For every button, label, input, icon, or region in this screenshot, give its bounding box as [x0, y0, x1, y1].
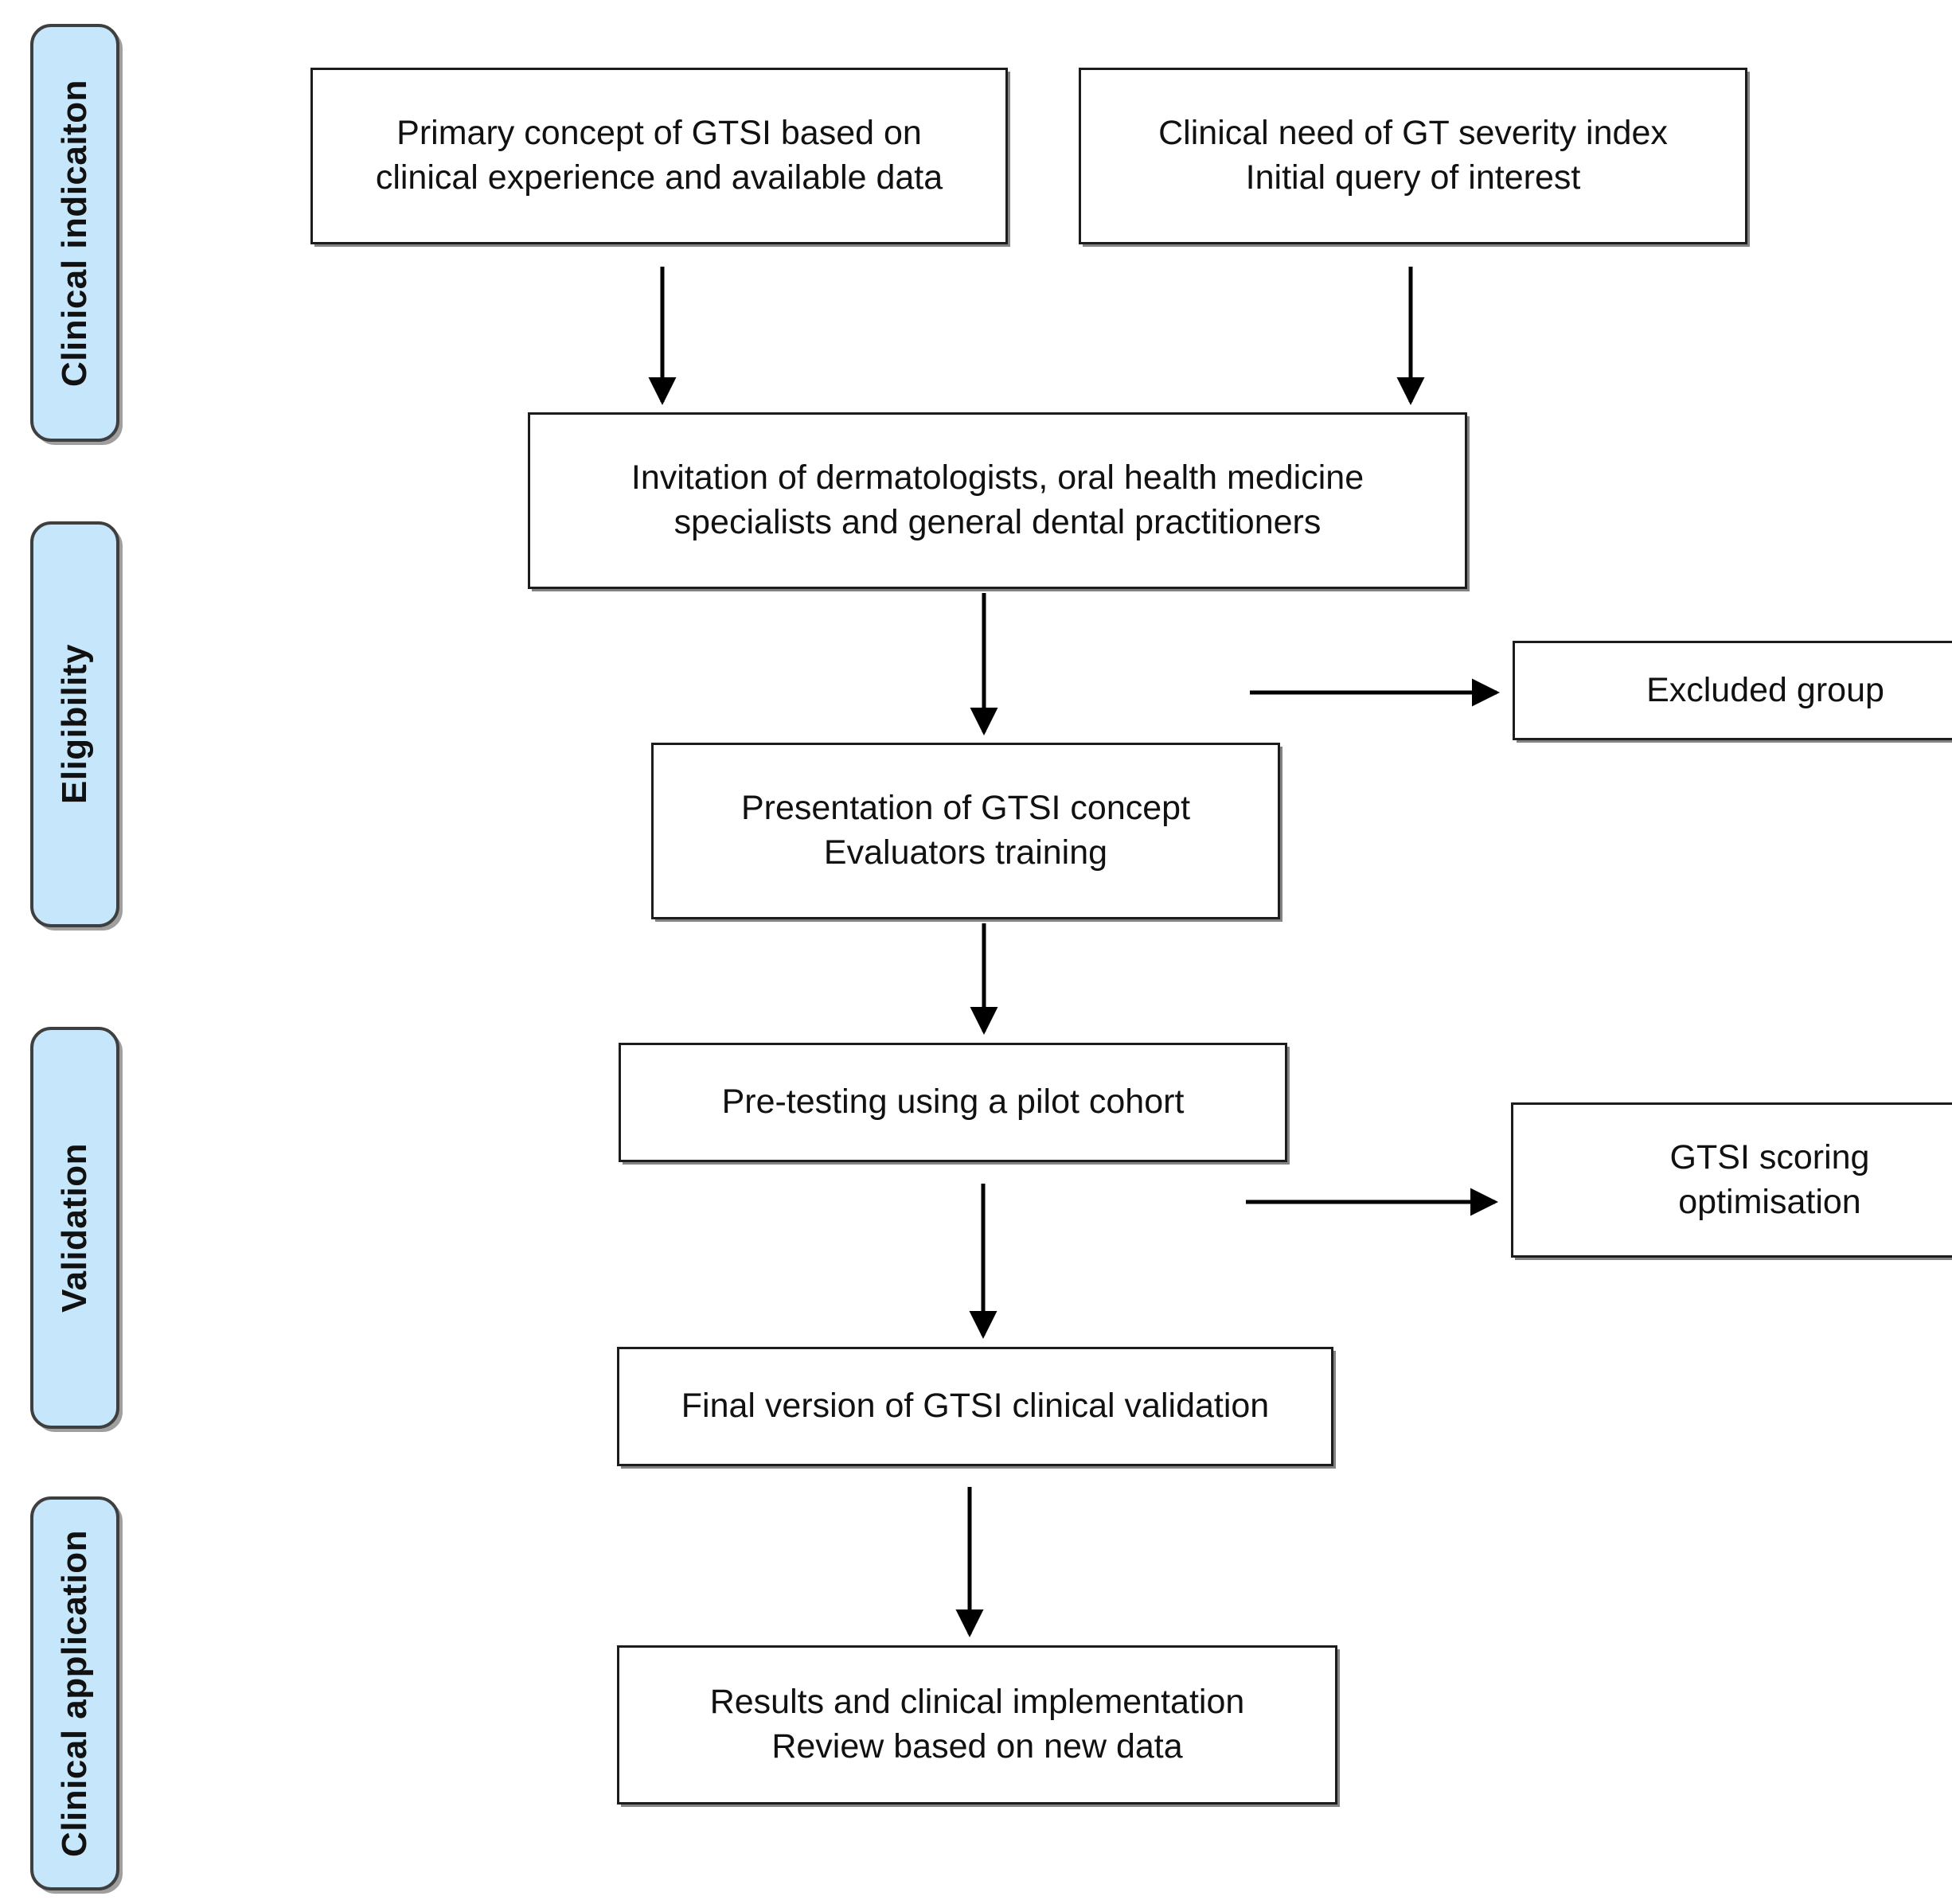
flow-box-clinical-need-text: Clinical need of GT severity index Initi… — [1158, 114, 1668, 197]
flow-box-clinical-need[interactable]: Clinical need of GT severity index Initi… — [1079, 68, 1747, 244]
flow-box-presentation-training[interactable]: Presentation of GTSI concept Evaluators … — [651, 743, 1280, 919]
flow-box-excluded-group-text: Excluded group — [1646, 670, 1884, 709]
flow-box-invitation-text: Invitation of dermatologists, oral healt… — [630, 458, 1364, 541]
stage-chip-clinical-indication[interactable]: Clinical indicaiton — [30, 24, 119, 442]
flow-box-gtsi-scoring-optimisation-text: GTSI scoring optimisation — [1669, 1137, 1870, 1221]
stage-chip-eligibility[interactable]: Eligibility — [30, 521, 119, 927]
stage-label-eligibility: Eligibility — [55, 644, 94, 805]
stage-label-clinical-application: Clinical application — [55, 1530, 94, 1857]
stage-label-clinical-indication: Clinical indicaiton — [55, 79, 94, 387]
flow-box-primary-concept[interactable]: Primary concept of GTSI based on clinica… — [310, 68, 1008, 244]
flow-box-results-implementation[interactable]: Results and clinical implementation Revi… — [617, 1645, 1337, 1805]
flow-box-final-version[interactable]: Final version of GTSI clinical validatio… — [617, 1347, 1333, 1466]
flow-box-pre-testing-text: Pre-testing using a pilot cohort — [721, 1083, 1185, 1122]
flow-box-excluded-group[interactable]: Excluded group — [1513, 641, 1952, 740]
flow-box-final-version-text: Final version of GTSI clinical validatio… — [681, 1387, 1270, 1426]
flow-box-pre-testing[interactable]: Pre-testing using a pilot cohort — [619, 1043, 1287, 1162]
flow-box-results-implementation-text: Results and clinical implementation Revi… — [709, 1683, 1245, 1765]
flow-box-presentation-training-text: Presentation of GTSI concept Evaluators … — [740, 789, 1191, 872]
stage-chip-clinical-application[interactable]: Clinical application — [30, 1496, 119, 1890]
flow-box-primary-concept-text: Primary concept of GTSI based on clinica… — [375, 114, 943, 197]
flow-box-gtsi-scoring-optimisation[interactable]: GTSI scoring optimisation — [1511, 1102, 1952, 1258]
flow-box-invitation[interactable]: Invitation of dermatologists, oral healt… — [528, 412, 1467, 589]
stage-label-validation: Validation — [55, 1143, 94, 1313]
stage-chip-validation[interactable]: Validation — [30, 1027, 119, 1429]
